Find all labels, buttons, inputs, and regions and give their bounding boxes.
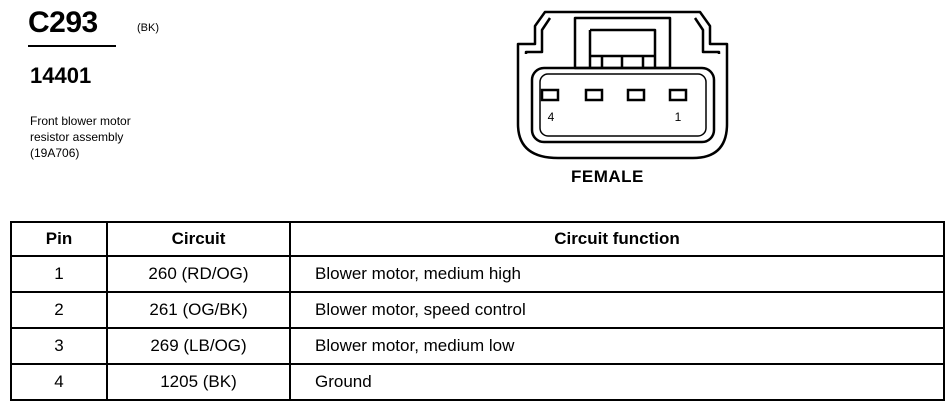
connector-housing-outer xyxy=(516,10,729,160)
table-row: 4 1205 (BK) Ground xyxy=(10,363,945,401)
pin-table: Pin Circuit Circuit function 1 260 (RD/O… xyxy=(10,221,945,401)
description-line-1: Front blower motor xyxy=(30,114,131,128)
circuit-cell: 261 (OG/BK) xyxy=(106,291,291,329)
pin-terminal-1 xyxy=(668,88,688,102)
circuit-cell: 260 (RD/OG) xyxy=(106,255,291,293)
pin-label-left: 4 xyxy=(548,110,555,124)
header-function: Circuit function xyxy=(289,221,945,257)
table-row: 1 260 (RD/OG) Blower motor, medium high xyxy=(10,255,945,293)
pin-cell: 1 xyxy=(10,255,108,293)
circuit-cell: 1205 (BK) xyxy=(106,363,291,401)
pin-terminal-2 xyxy=(626,88,646,102)
table-row: 3 269 (LB/OG) Blower motor, medium low xyxy=(10,327,945,365)
pin-terminal-3 xyxy=(584,88,604,102)
circuit-cell: 269 (LB/OG) xyxy=(106,327,291,365)
function-cell: Blower motor, medium high xyxy=(289,255,945,293)
connector-cavity-inner xyxy=(539,73,707,137)
pin-cell: 4 xyxy=(10,363,108,401)
header-pin: Pin xyxy=(10,221,108,257)
pin-cell: 3 xyxy=(10,327,108,365)
part-number: 14401 xyxy=(30,63,92,88)
connector-id: C293 xyxy=(28,6,98,39)
pin-cell: 2 xyxy=(10,291,108,329)
latch-outline-left xyxy=(524,17,552,54)
description-line-2: resistor assembly xyxy=(30,130,124,144)
connector-face-diagram: 4 1 xyxy=(516,10,729,160)
connector-cavity xyxy=(530,66,716,144)
header-circuit: Circuit xyxy=(106,221,291,257)
function-cell: Blower motor, speed control xyxy=(289,291,945,329)
table-header-row: Pin Circuit Circuit function xyxy=(10,221,945,257)
latch-outline-right xyxy=(693,17,721,54)
function-cell: Ground xyxy=(289,363,945,401)
table-row: 2 261 (OG/BK) Blower motor, speed contro… xyxy=(10,291,945,329)
description-line-3: (19A706) xyxy=(30,146,80,160)
lock-tab-slot xyxy=(588,30,655,68)
pin-terminal-4 xyxy=(540,88,560,102)
pin-label-right: 1 xyxy=(675,110,682,124)
function-cell: Blower motor, medium low xyxy=(289,327,945,365)
connector-color-code: (BK) xyxy=(137,22,159,34)
connector-id-underline xyxy=(28,45,116,47)
connector-gender-label: FEMALE xyxy=(571,167,644,186)
